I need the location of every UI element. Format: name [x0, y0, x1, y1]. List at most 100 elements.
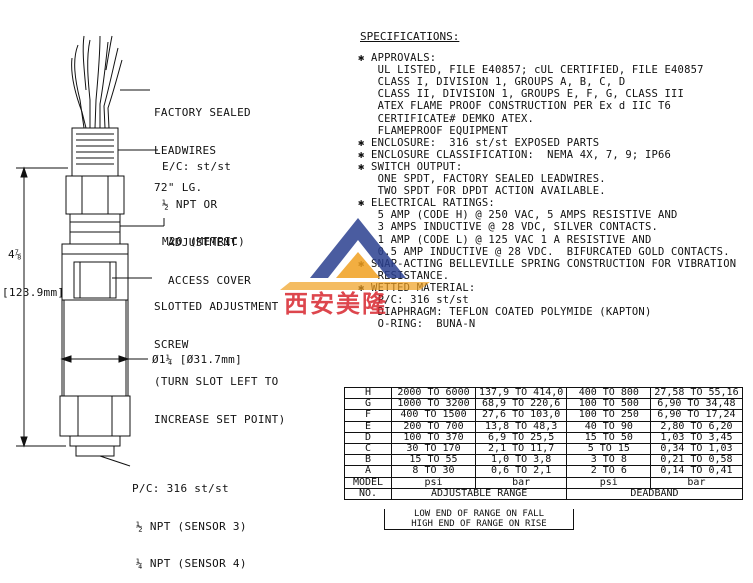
- header-cell: DEADBAND: [566, 487, 743, 500]
- slotted-screw: [73, 261, 117, 299]
- table-cell: 5 TO 15: [566, 442, 652, 456]
- pc-line-1: P/C: 316 st/st: [132, 482, 229, 495]
- spec-line: CLASS I, DIVISION 1, GROUPS A, B, C, D: [358, 76, 626, 89]
- slotted-line-3: (TURN SLOT LEFT TO: [154, 375, 279, 388]
- spec-line: ✱ ELECTRICAL RATINGS:: [358, 197, 495, 210]
- range-footnote: LOW END OF RANGE ON FALL HIGH END OF RAN…: [384, 509, 574, 530]
- table-cell: 15 TO 50: [566, 431, 652, 444]
- spec-line: ✱ SNAP-ACTING BELLEVILLE SPRING CONSTRUC…: [358, 257, 737, 270]
- spec-line: ✱ ENCLOSURE CLASSIFICATION: NEMA 4X, 7, …: [358, 148, 672, 161]
- table-cell: 100 TO 370: [391, 431, 476, 444]
- table-cell: 0,14 TO 0,41: [650, 465, 743, 478]
- pc-line-3: ¼ NPT (SENSOR 4): [136, 557, 247, 570]
- spec-line: 0.5 AMP INDUCTIVE @ 28 VDC. BIFURCATED G…: [358, 245, 730, 258]
- leadwires-label: FACTORY SEALED LEADWIRES 72" LG.: [154, 82, 251, 207]
- ec-line-2: ½ NPT OR: [162, 197, 218, 211]
- table-cell: 40 TO 90: [566, 420, 652, 433]
- table-cell: 2 TO 6: [566, 465, 652, 478]
- spec-line: ✱ SWITCH OUTPUT:: [358, 160, 463, 173]
- header-cell: ADJUSTABLE RANGE: [390, 487, 568, 500]
- spec-line: UL LISTED, FILE E40857; cUL CERTIFIED, F…: [358, 64, 704, 77]
- table-cell: E: [344, 420, 392, 433]
- spec-line: ✱ ENCLOSURE: 316 st/st EXPOSED PARTS: [358, 136, 600, 149]
- spec-line: TWO SPDT FOR DPDT ACTION AVAILABLE.: [358, 185, 606, 198]
- table-cell: B: [344, 454, 392, 467]
- spec-line: O-RING: BUNA-N: [358, 318, 476, 331]
- spec-line: ATEX FLAME PROOF CONSTRUCTION PER Ex d I…: [358, 100, 672, 113]
- table-cell: D: [344, 431, 392, 444]
- leadwires-line-3: 72" LG.: [154, 181, 203, 194]
- spec-line: CLASS II, DIVISION 1, GROUPS E, F, G, CL…: [358, 88, 685, 101]
- spec-line: ✱ APPROVALS:: [358, 52, 437, 64]
- table-cell: 6,90 TO 17,24: [650, 409, 743, 422]
- spec-line: DIAPHRAGM: TEFLON COATED POLYMIDE (KAPTO…: [358, 306, 652, 319]
- hex-nut: [65, 175, 125, 215]
- table-cell: 2,1 TO 11,7: [474, 442, 568, 456]
- height-value: 4⅞: [8, 248, 22, 261]
- watermark-text: 西安美隆: [284, 289, 388, 318]
- slotted-line-4: INCREASE SET POINT): [154, 412, 286, 426]
- slotted-line-2: SCREW: [154, 337, 189, 351]
- table-cell: 1,0 TO 3,8: [474, 454, 568, 467]
- spec-line: CERTIFICATE# DEMKO ATEX.: [358, 112, 535, 125]
- unit-cell: psi: [391, 476, 476, 489]
- table-cell: 100 TO 500: [566, 398, 652, 411]
- unit-cell: psi: [566, 476, 652, 489]
- ec-line-1: E/C: st/st: [162, 160, 232, 173]
- leadwires-line-1: FACTORY SEALED: [154, 106, 251, 119]
- table-cell: 30 TO 170: [391, 442, 476, 456]
- table-cell: 400 TO 800: [566, 386, 652, 400]
- table-cell: F: [344, 409, 392, 422]
- table-cell: C: [344, 442, 392, 456]
- unit-cell: bar: [474, 476, 568, 489]
- pc-line-2: ½ NPT (SENSOR 3): [136, 519, 247, 533]
- height-metric: [123.9mm]: [2, 285, 65, 299]
- footnote-line-1: LOW END OF RANGE ON FALL: [413, 509, 545, 519]
- spec-line: ONE SPDT, FACTORY SEALED LEADWIRES.: [358, 173, 606, 185]
- housing: [61, 243, 129, 301]
- table-cell: 1,03 TO 3,45: [650, 431, 743, 444]
- table-cell: 137,9 TO 414,0: [474, 386, 568, 400]
- spec-line: 3 AMPS INDUCTIVE @ 28 VDC, SILVER CONTAC…: [358, 221, 658, 234]
- spec-line: FLAMEPROOF EQUIPMENT: [358, 124, 508, 137]
- bottom-fitting: [59, 395, 131, 437]
- ec-line-3: M20 (METRIC): [162, 235, 246, 248]
- spec-line: P/C: 316 st/st: [358, 294, 469, 306]
- table-cell: 6,9 TO 25,5: [474, 431, 568, 444]
- table-cell: 1000 TO 3200: [391, 398, 476, 411]
- ec-label: E/C: st/st ½ NPT OR M20 (METRIC): [162, 136, 245, 261]
- unit-cell: MODEL: [344, 476, 392, 489]
- table-cell: 200 TO 700: [391, 420, 476, 433]
- table-cell: 0,6 TO 2,1: [474, 465, 568, 478]
- table-cell: 2,80 TO 6,20: [650, 420, 743, 433]
- leadwires: [71, 35, 123, 129]
- table-cell: 8 TO 30: [391, 465, 476, 478]
- pressure-switch-drawing: [16, 35, 165, 467]
- table-cell: 400 TO 1500: [391, 409, 476, 422]
- slotted-line-1: SLOTTED ADJUSTMENT: [154, 300, 279, 313]
- table-cell: 2000 TO 6000: [391, 386, 476, 400]
- diameter-dimension: [60, 355, 148, 363]
- adjustment-cover-label: ADJUSTMENT ACCESS COVER: [168, 212, 251, 300]
- table-cell: 15 TO 55: [391, 454, 476, 467]
- table-cell: 6,90 TO 34,48: [650, 398, 743, 411]
- table-cell: 13,8 TO 48,3: [474, 420, 568, 433]
- adjustment-line-2: ACCESS COVER: [168, 273, 252, 287]
- spec-line: 5 AMP (CODE H) @ 250 VAC, 5 AMPS RESISTI…: [358, 209, 678, 222]
- table-cell: H: [344, 386, 392, 400]
- pc-label: P/C: 316 st/st ½ NPT (SENSOR 3) ¼ NPT (S…: [132, 458, 247, 583]
- specifications-title: SPECIFICATIONS:: [360, 30, 460, 43]
- table-cell: 0,34 TO 1,03: [650, 442, 743, 456]
- diameter-label: Ø1¼ [Ø31.7mm]: [152, 353, 242, 366]
- spec-line: 1 AMP (CODE L) @ 125 VAC 1 A RESISTIVE A…: [358, 233, 652, 246]
- table-cell: 3 TO 8: [566, 454, 652, 467]
